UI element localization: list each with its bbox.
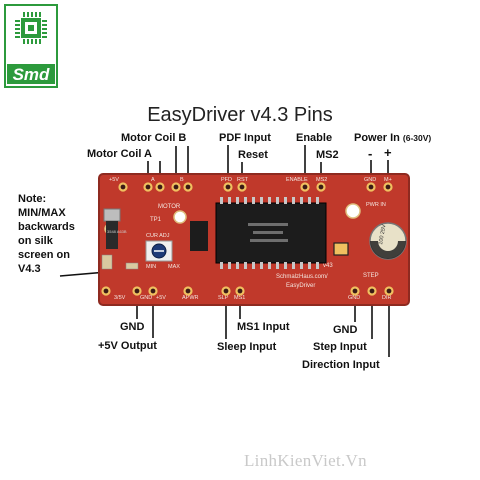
chip-icon <box>15 12 47 44</box>
ic-marking <box>248 223 288 242</box>
label-plus: + <box>384 145 392 160</box>
silk-5v-b: +5V <box>156 295 166 301</box>
pad-ms2 <box>316 182 326 192</box>
diode <box>333 242 349 256</box>
power-in-text: Power In <box>354 132 400 144</box>
silk-easydriver: EasyDriver <box>286 283 315 289</box>
silk-b: B <box>180 177 184 183</box>
regulator-marking: 3548 A63B <box>107 229 127 234</box>
silk-gnd2: GND <box>140 295 152 301</box>
capacitor-marking: 100 25V <box>378 224 388 246</box>
silk-v43: v43 <box>323 263 333 269</box>
pad-gnd-b <box>132 286 142 296</box>
silk-ms1: MS1 <box>234 295 245 301</box>
pad-gnd-c <box>350 286 360 296</box>
silk-max: MAX <box>168 264 180 270</box>
silk-a: A <box>151 177 155 183</box>
mount-hole <box>173 210 187 224</box>
note-line: backwards <box>18 221 75 233</box>
ic-pins <box>220 197 319 269</box>
pad-3-5v <box>101 286 111 296</box>
pad-dir <box>384 286 394 296</box>
pad-pfd <box>223 182 233 192</box>
silk-rst: RST <box>237 177 249 183</box>
label-enable: Enable <box>296 132 333 144</box>
label-pdf-input: PDF Input <box>219 132 271 144</box>
silk-motor: MOTOR <box>158 204 181 210</box>
pad-b1 <box>171 182 181 192</box>
note-block: Note: MIN/MAX backwards on silk screen o… <box>18 192 108 276</box>
smd-logo: Smd <box>4 4 58 88</box>
silk-step: STEP <box>363 273 379 279</box>
pad-slp <box>221 286 231 296</box>
silk-3-5v: 3/5V <box>114 295 126 301</box>
silk-m-plus: M+ <box>384 177 392 183</box>
smd-part <box>101 254 113 270</box>
pad-gnd-top <box>366 182 376 192</box>
label-motor-coil-b: Motor Coil B <box>121 132 187 144</box>
pad-5v-b <box>148 286 158 296</box>
silk-dir: DIR <box>382 295 392 301</box>
note-line: MIN/MAX <box>18 207 66 219</box>
note-line: Note: <box>18 193 47 205</box>
small-ic <box>190 221 208 251</box>
label-5v-output: +5V Output <box>98 340 157 352</box>
bottom-header <box>101 286 394 296</box>
logo-band <box>7 64 55 84</box>
top-header <box>118 182 393 192</box>
note-line: on silk <box>18 235 53 247</box>
pad-enable <box>300 182 310 192</box>
label-reset: Reset <box>238 149 268 161</box>
pad-a1 <box>143 182 153 192</box>
label-motor-coil-a: Motor Coil A <box>87 148 152 160</box>
capacitor-band <box>370 241 406 259</box>
silk-pfd: PFD <box>221 177 232 183</box>
silk-enable: ENABLE <box>286 177 308 183</box>
pad-apwr <box>183 286 193 296</box>
silk-schmalz: SchmalzHaus.com/ <box>276 274 328 280</box>
silk-pwr-in: PWR IN <box>366 202 386 208</box>
silk-5v: +5V <box>109 177 119 183</box>
easydriver-board: +5V A B PFD RST ENABLE MS2 GND M+ MOTOR … <box>98 173 410 306</box>
silk-tp1: TP1 <box>150 217 162 223</box>
silk-cur-adj: CUR ADJ <box>146 233 170 239</box>
label-ms2: MS2 <box>316 149 339 161</box>
label-step-input: Step Input <box>313 341 367 353</box>
logo-text: Smd <box>13 65 50 84</box>
label-ms1-input: MS1 Input <box>237 321 290 333</box>
silk-gnd3: GND <box>348 295 360 301</box>
label-gnd-left: GND <box>120 321 145 333</box>
regulator <box>106 221 118 249</box>
pad-a2 <box>155 182 165 192</box>
pad-ms1 <box>235 286 245 296</box>
pad-m-plus <box>383 182 393 192</box>
mount-hole <box>345 203 361 219</box>
pad-rst <box>237 182 247 192</box>
label-sleep-input: Sleep Input <box>217 341 277 353</box>
note-line: screen on <box>18 249 70 261</box>
pad-5v <box>118 182 128 192</box>
label-direction-input: Direction Input <box>302 359 380 371</box>
silk-apwr: APWR <box>182 295 199 301</box>
note-line: V4.3 <box>18 263 41 275</box>
silk-slp: SLP <box>218 295 229 301</box>
label-power-in: Power In (6-30V) <box>354 132 431 144</box>
silk-ms2: MS2 <box>316 177 327 183</box>
pad-step <box>367 286 377 296</box>
pad-b2 <box>183 182 193 192</box>
label-gnd-right: GND <box>333 324 358 336</box>
silk-min: MIN <box>146 264 156 270</box>
watermark: LinhKienViet.Vn <box>244 451 367 470</box>
smd-part <box>125 262 139 270</box>
page-title: EasyDriver v4.3 Pins <box>147 104 333 126</box>
silk-gnd: GND <box>364 177 376 183</box>
label-minus: - <box>368 146 373 161</box>
power-in-range: (6-30V) <box>402 133 432 143</box>
regulator-tab <box>103 208 121 222</box>
